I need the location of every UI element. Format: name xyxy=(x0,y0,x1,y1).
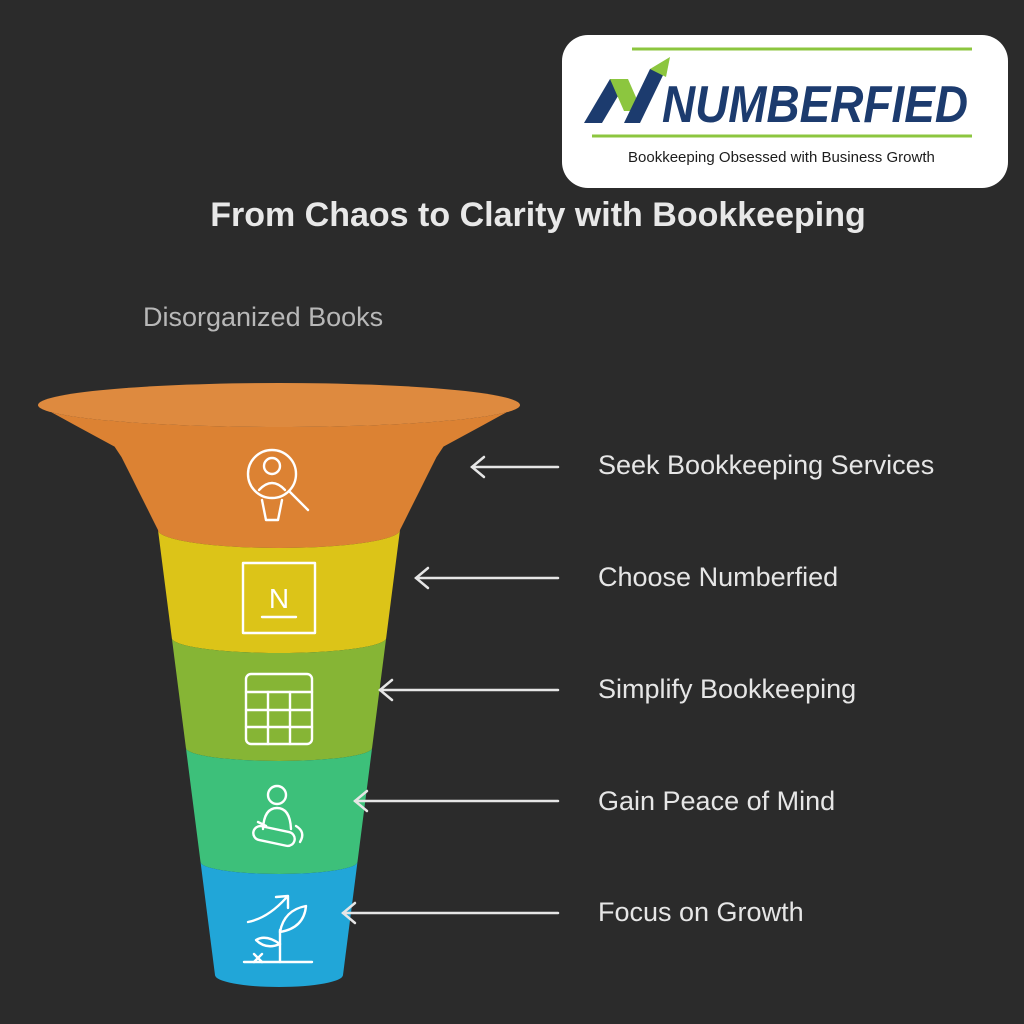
numberfied-logo: NUMBERFIED xyxy=(584,47,972,138)
n-document-icon: N xyxy=(241,561,317,635)
stage-label-3: Simplify Bookkeeping xyxy=(598,674,857,704)
funnel-band-4 xyxy=(185,748,373,874)
stage-label-1: Seek Bookkeeping Services xyxy=(598,450,935,480)
stage-label-4: Gain Peace of Mind xyxy=(598,786,836,816)
page-title: From Chaos to Clarity with Bookkeeping xyxy=(210,196,866,234)
person-search-icon xyxy=(246,448,310,522)
spreadsheet-icon xyxy=(244,672,314,746)
meditation-icon xyxy=(252,784,304,848)
stage-label-2: Choose Numberfied xyxy=(598,562,839,592)
funnel-rim xyxy=(38,383,520,427)
stage-arrow-3 xyxy=(378,678,560,702)
stage-arrow-4 xyxy=(353,789,560,813)
stage-arrow-2 xyxy=(414,566,560,590)
growth-plant-icon xyxy=(242,894,314,964)
stage-arrow-1 xyxy=(470,455,560,479)
brand-wordmark: NUMBERFIED xyxy=(662,76,968,134)
funnel-band-3 xyxy=(171,638,387,761)
funnel-band-2 xyxy=(158,530,400,653)
n-letter: N xyxy=(269,583,289,614)
brand-logo-card: NUMBERFIED xyxy=(562,35,1008,188)
funnel-band-5 xyxy=(200,862,358,987)
brand-tagline: Bookkeeping Obsessed with Business Growt… xyxy=(628,149,935,166)
funnel-top-label: Disorganized Books xyxy=(143,302,384,332)
stage-label-5: Focus on Growth xyxy=(598,897,804,927)
stage-arrow-5 xyxy=(341,901,560,925)
funnel-band-1 xyxy=(38,405,520,548)
